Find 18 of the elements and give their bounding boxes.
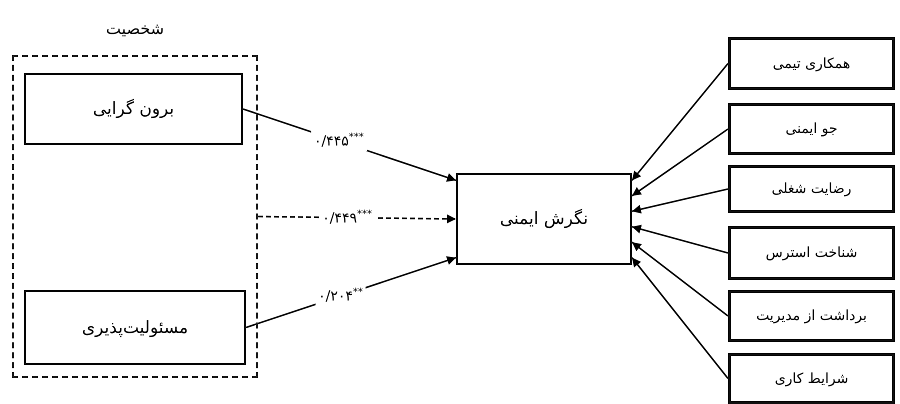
text-box: شناخت استرس (728, 226, 895, 280)
arrow (631, 63, 729, 181)
text-box: برداشت از مدیریت (728, 290, 895, 342)
text-box: شرایط کاری (728, 353, 895, 404)
text-box: همکاری تیمی (728, 37, 895, 90)
arrow (632, 188, 728, 214)
text-box: مسئولیت‌پذیری (24, 290, 246, 365)
text-box: برون گرایی (24, 73, 243, 145)
text-box: جو ایمنی (728, 103, 895, 155)
arrow (632, 242, 728, 317)
arrow (632, 128, 728, 196)
text-box: رضایت شغلی (728, 165, 895, 213)
arrow (631, 257, 729, 379)
edge-label: ۰/۲۰۴$^{**}$ (315, 286, 366, 306)
arrow (632, 224, 728, 254)
group-heading: شخصیت (106, 19, 164, 38)
text-box: نگرش ایمنی (456, 173, 632, 265)
edge-label: ۰/۴۴۵$^{***}$ (310, 131, 367, 152)
